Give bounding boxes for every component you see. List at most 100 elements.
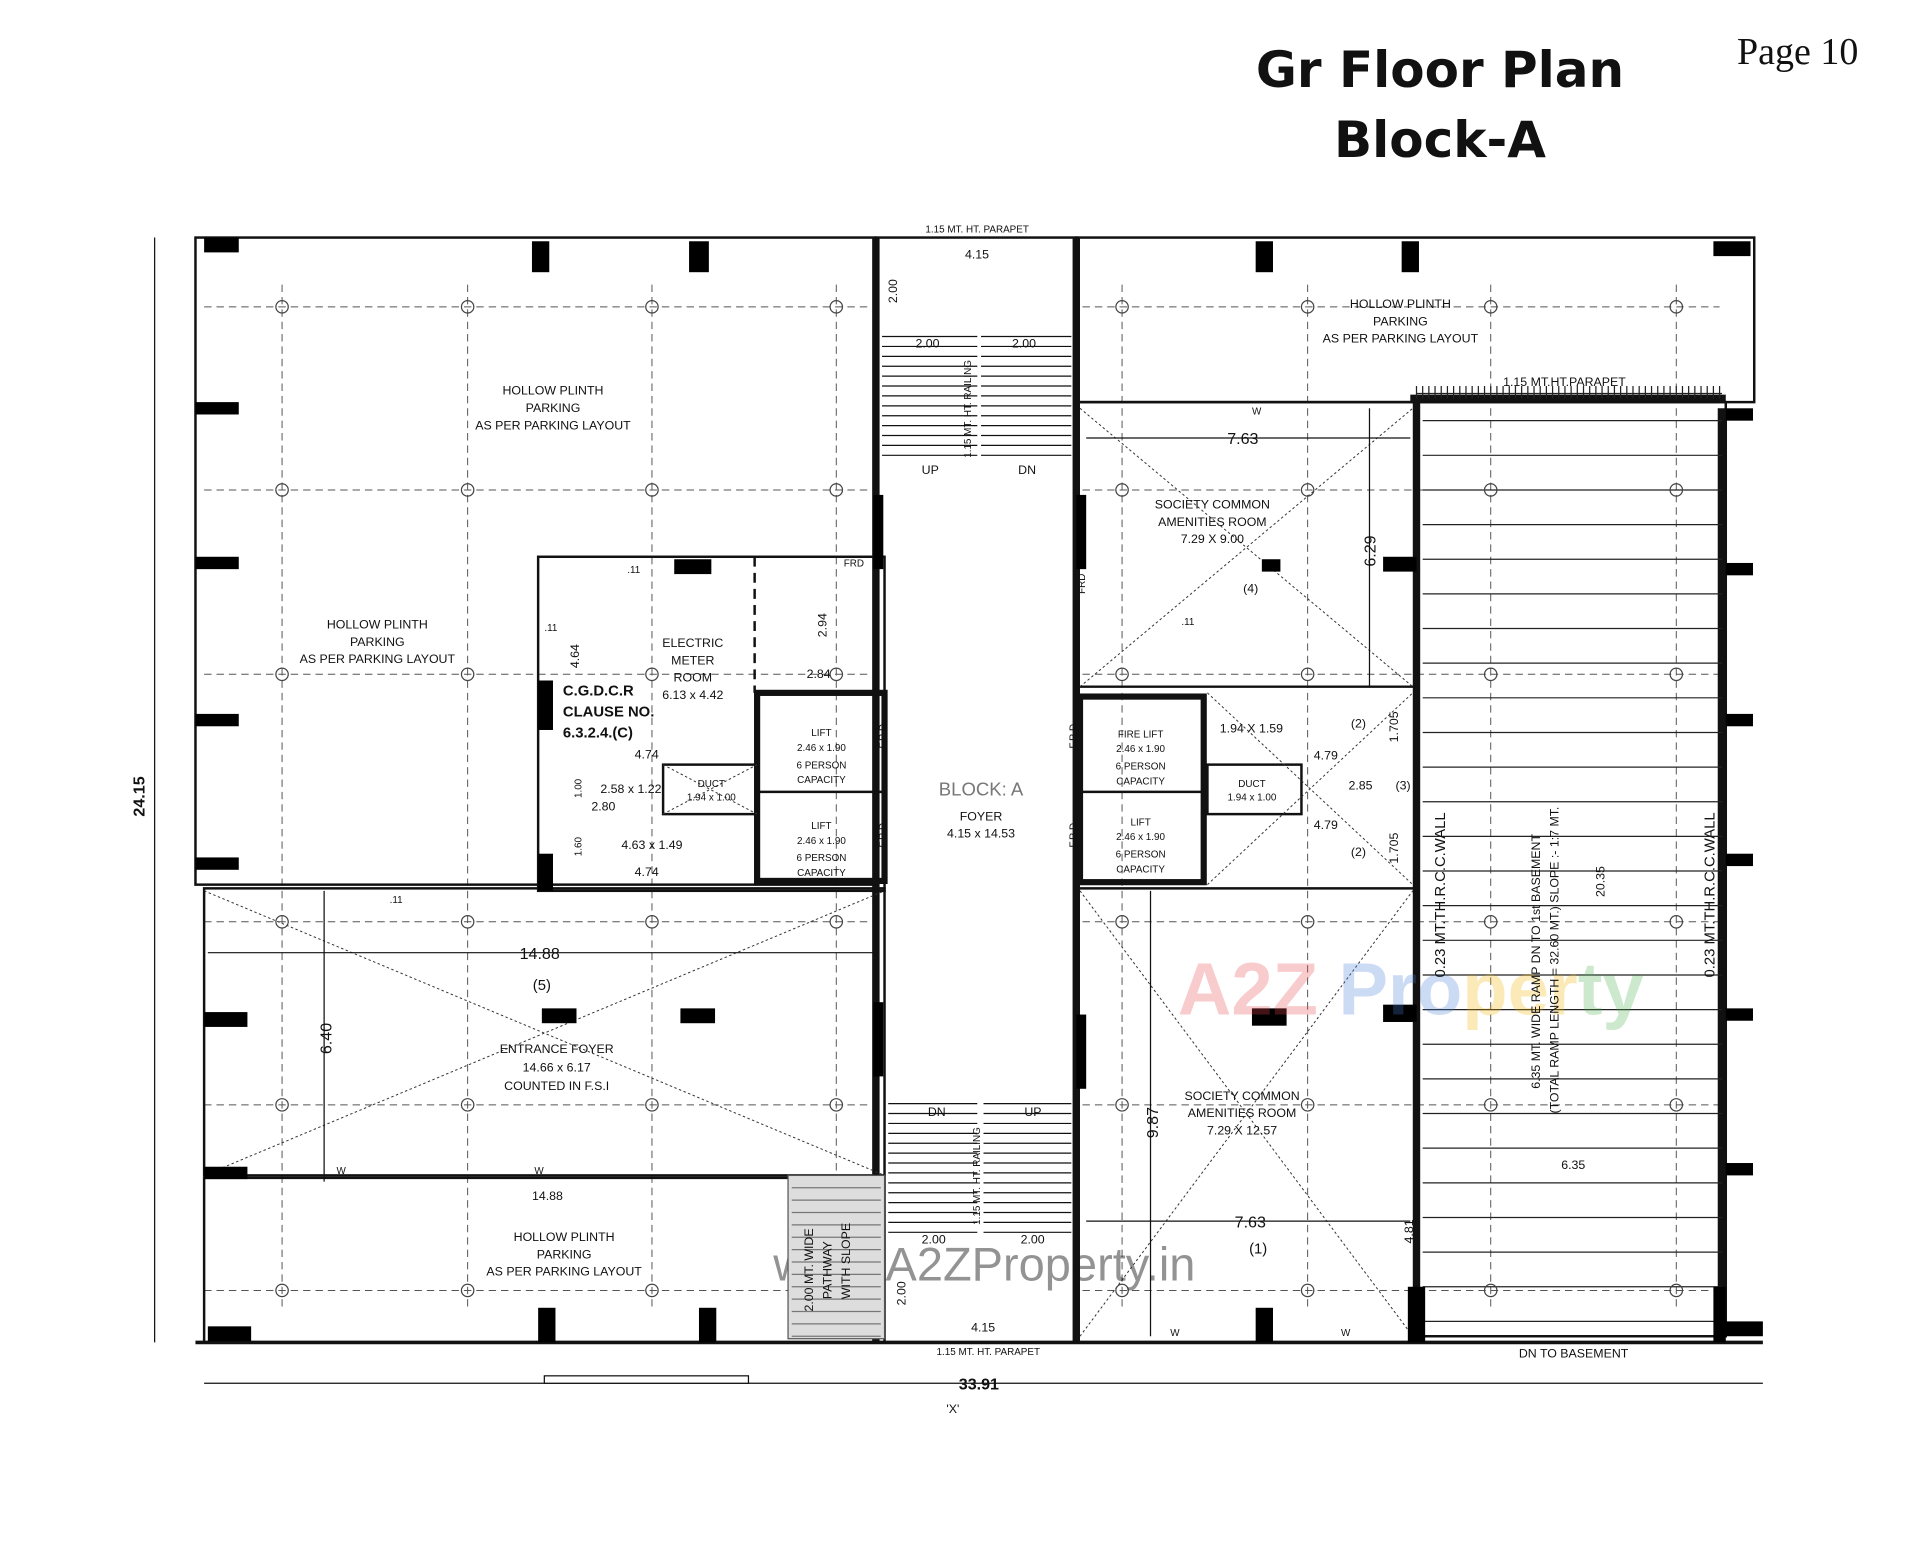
room-label: AMENITIES ROOM [1158, 515, 1266, 529]
dim: .11 [390, 895, 404, 906]
light-point-icon [645, 667, 659, 682]
block-title: Block-A [1334, 111, 1546, 169]
column [1725, 408, 1753, 421]
ramp-label: (TOTAL RAMP LENGTH = 32.60 MT.) SLOPE :-… [1548, 807, 1562, 1114]
lift-label: 2.46 x 1.90 [1116, 744, 1165, 755]
section-mark: 'X' [946, 1402, 959, 1416]
clause-label: CLAUSE NO. [563, 704, 654, 720]
column [1383, 1004, 1417, 1022]
light-point-icon [1115, 667, 1129, 682]
column [538, 853, 553, 891]
light-point-icon [829, 667, 844, 682]
lift-label: 2.46 x 1.90 [797, 836, 846, 847]
window-label: W [1170, 1328, 1180, 1339]
light-point-icon [275, 483, 289, 497]
dim: 2.00 [895, 1281, 909, 1305]
staircases [882, 335, 1072, 1233]
watermark-logo: A2Z Property [1178, 948, 1644, 1031]
light-point-icon [1483, 914, 1498, 929]
room-label: AS PER PARKING LAYOUT [475, 418, 631, 432]
dim: (2) [1351, 845, 1366, 859]
dim: 20.35 [1594, 866, 1608, 897]
room-label: ELECTRIC [662, 636, 723, 650]
column [195, 713, 239, 727]
light-point-icon [645, 1283, 659, 1298]
room-label: SOCIETY COMMON [1155, 498, 1270, 512]
ramp-direction-label: DN TO BASEMENT [1519, 1346, 1629, 1360]
lift-label: LIFT [811, 728, 831, 739]
dim: 4.64 [568, 644, 582, 668]
light-point-icon [645, 483, 659, 497]
dim: 2.84 [807, 667, 831, 681]
dim: .11 [544, 623, 558, 634]
light-point-icon [1300, 667, 1315, 682]
frd-label: FRD [1077, 574, 1088, 594]
light-point-icon [645, 1098, 659, 1112]
room-label: 1.94 x 1.00 [1228, 793, 1277, 804]
plan-title: Gr Floor Plan [1255, 41, 1625, 99]
dim: 4.81 [1402, 1219, 1416, 1243]
light-point-icon [1483, 667, 1498, 682]
room-label: HOLLOW PLINTH [514, 1230, 615, 1244]
room-label: FOYER [960, 809, 1003, 823]
window-label: W [1341, 1328, 1351, 1339]
entrance-gate [543, 1375, 750, 1384]
dim: 4.74 [635, 747, 659, 761]
dim: 2.80 [591, 799, 615, 813]
ramp-wall [1415, 400, 1728, 1338]
lift-label: CAPACITY [797, 775, 846, 786]
frd-label: F.R.D. [878, 820, 889, 847]
light-point-icon [275, 1283, 289, 1298]
dim: 6.29 [1362, 535, 1380, 566]
dim-depth: 24.15 [131, 776, 149, 816]
room-label: PARKING [537, 1247, 592, 1261]
room-label: AS PER PARKING LAYOUT [300, 652, 456, 666]
lift-label: CAPACITY [797, 868, 846, 879]
column [1255, 1307, 1273, 1343]
room-label: AS PER PARKING LAYOUT [1323, 332, 1479, 346]
light-point-icon [1483, 483, 1498, 497]
railing-label: 1.15 MT. HT. RAILING [972, 1127, 983, 1225]
dim: (3) [1395, 778, 1410, 792]
room-label: SOCIETY COMMON [1184, 1089, 1299, 1103]
window-label: W [1252, 406, 1262, 417]
light-point-icon [275, 667, 289, 682]
light-point-icon [460, 300, 475, 314]
column [207, 1326, 252, 1342]
column [1076, 494, 1087, 570]
dim-foyer-width: 14.88 [520, 945, 560, 963]
dim: 4.15 [971, 1320, 995, 1334]
column [680, 1008, 716, 1024]
lift-label: LIFT [811, 821, 831, 832]
column [1713, 1286, 1726, 1343]
light-point-icon [1669, 667, 1684, 682]
light-point-icon [645, 914, 659, 929]
parapet-right: 1.15 MT.HT.PARAPET [1503, 375, 1626, 389]
page-number: Page 10 [1737, 31, 1859, 73]
column [195, 556, 239, 570]
column [1725, 1321, 1763, 1337]
pathway-label: PATHWAY [820, 1241, 834, 1299]
clause-label: 6.3.2.4.(C) [563, 725, 633, 741]
column [698, 1307, 717, 1343]
light-point-icon [1483, 1098, 1498, 1112]
light-point-icon [460, 914, 475, 929]
frd-label: F.R.D. [1068, 820, 1079, 847]
room-label: 6.13 x 4.42 [662, 688, 723, 702]
column [1725, 853, 1753, 867]
parapet-bottom: 1.15 MT. HT. PARAPET [936, 1347, 1040, 1358]
dim: 4.79 [1314, 818, 1338, 832]
room-label: PARKING [1373, 314, 1428, 328]
light-point-icon [1483, 1283, 1498, 1298]
light-point-icon [1669, 1283, 1684, 1298]
room-label: 4.63 x 1.49 [621, 838, 682, 852]
dim-foyer-depth: 6.40 [318, 1023, 336, 1054]
lift-label: LIFT [1130, 817, 1150, 828]
block-label: BLOCK: A [939, 779, 1024, 800]
column [195, 857, 239, 870]
dim-stair-top-width: 4.15 [965, 248, 989, 262]
column [204, 1166, 248, 1180]
stair-up-label: UP [1024, 1105, 1041, 1119]
dim: 7.63 [1235, 1213, 1266, 1231]
parking-wall [194, 236, 878, 886]
